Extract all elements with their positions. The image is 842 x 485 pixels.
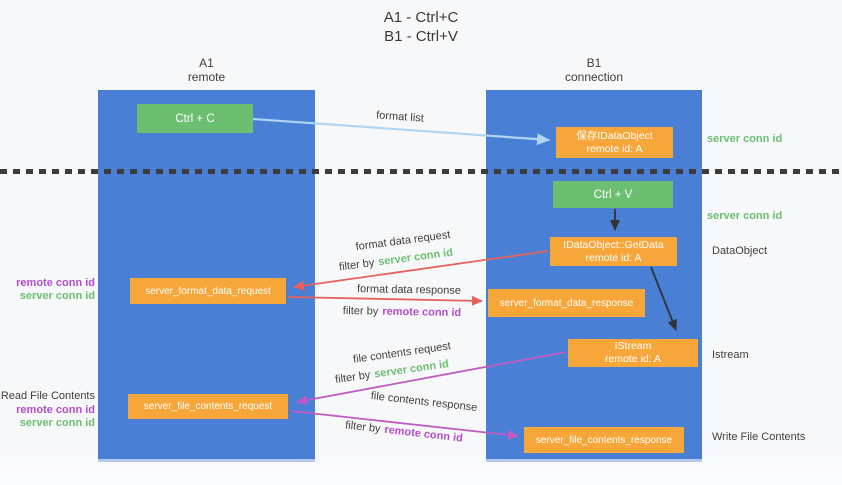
left-format-conn-ids: remote conn id server conn id xyxy=(0,277,95,303)
server-conn-id-label: server conn id xyxy=(19,417,95,429)
session-divider-dashed-line xyxy=(0,169,842,174)
server-conn-id-top-label: server conn id xyxy=(707,133,783,145)
server-file-contents-response-label: server_file_contents_response xyxy=(535,434,673,446)
getdata-line2: remote id: A xyxy=(585,251,642,264)
save-dataobject-box: 保存IDataObject remote id: A xyxy=(556,127,673,158)
ctrl-c-label: Ctrl + C xyxy=(175,112,215,125)
getdata-box: IDataObject::GetData remote id: A xyxy=(550,237,677,266)
getdata-line1: IDataObject::GetData xyxy=(563,238,664,251)
file-request-arrow xyxy=(296,351,567,406)
title-line-2: B1 - Ctrl+V xyxy=(384,28,458,45)
dataobject-label: DataObject xyxy=(712,245,768,257)
istream-line2: remote id: A xyxy=(604,353,662,365)
remote-conn-id-text: remote conn id xyxy=(382,305,462,320)
filter-by-text: filter by xyxy=(342,304,379,318)
server-file-contents-request-label: server_file_contents_request xyxy=(143,401,273,412)
server-format-data-response-box: server_format_data_response xyxy=(488,289,645,317)
ctrl-v-label: Ctrl + V xyxy=(593,188,633,201)
format-data-response-label: format data response xyxy=(356,283,462,297)
file-response-arrow xyxy=(290,410,519,440)
format-response-arrow xyxy=(287,295,483,306)
ctrl-c-box: Ctrl + C xyxy=(137,104,253,133)
right-column-name: B1 xyxy=(586,56,602,70)
server-format-data-request-box: server_format_data_request xyxy=(130,278,286,304)
diagram-title: A1 - Ctrl+C B1 - Ctrl+V xyxy=(0,8,842,46)
remote-conn-id-label: remote conn id xyxy=(16,277,95,289)
server-conn-id-mid-label: server conn id xyxy=(707,210,783,222)
right-column-header: B1 connection xyxy=(486,56,702,84)
left-column-header: A1 remote xyxy=(98,56,315,84)
server-format-data-response-label: server_format_data_response xyxy=(499,297,634,309)
server-file-contents-request-box: server_file_contents_request xyxy=(128,394,288,419)
server-conn-id-label: server conn id xyxy=(19,290,95,302)
write-file-contents-label: Write File Contents xyxy=(712,431,806,443)
save-dataobject-line2: remote id: A xyxy=(586,142,643,155)
format-list-arrow xyxy=(252,117,550,146)
getdata-to-istream-arrow xyxy=(650,266,677,331)
format-request-arrow xyxy=(293,250,549,291)
left-column-name: A1 xyxy=(199,56,214,70)
left-file-conn-ids: remote conn id server conn id xyxy=(0,404,95,430)
title-line-1: A1 - Ctrl+C xyxy=(383,9,459,26)
istream-box: IStream remote id: A xyxy=(568,339,698,367)
istream-line1: IStream xyxy=(614,340,652,352)
server-format-data-request-label: server_format_data_request xyxy=(145,285,271,297)
right-column-role: connection xyxy=(564,70,624,84)
remote-conn-id-label: remote conn id xyxy=(16,404,95,416)
left-column-role: remote xyxy=(187,70,226,84)
server-file-contents-response-box: server_file_contents_response xyxy=(524,427,684,453)
read-file-contents-label: Read File Contents xyxy=(0,390,95,402)
istream-side-label: Istream xyxy=(712,349,749,361)
save-dataobject-line1: 保存IDataObject xyxy=(576,129,653,142)
ctrl-v-box: Ctrl + V xyxy=(553,181,673,208)
